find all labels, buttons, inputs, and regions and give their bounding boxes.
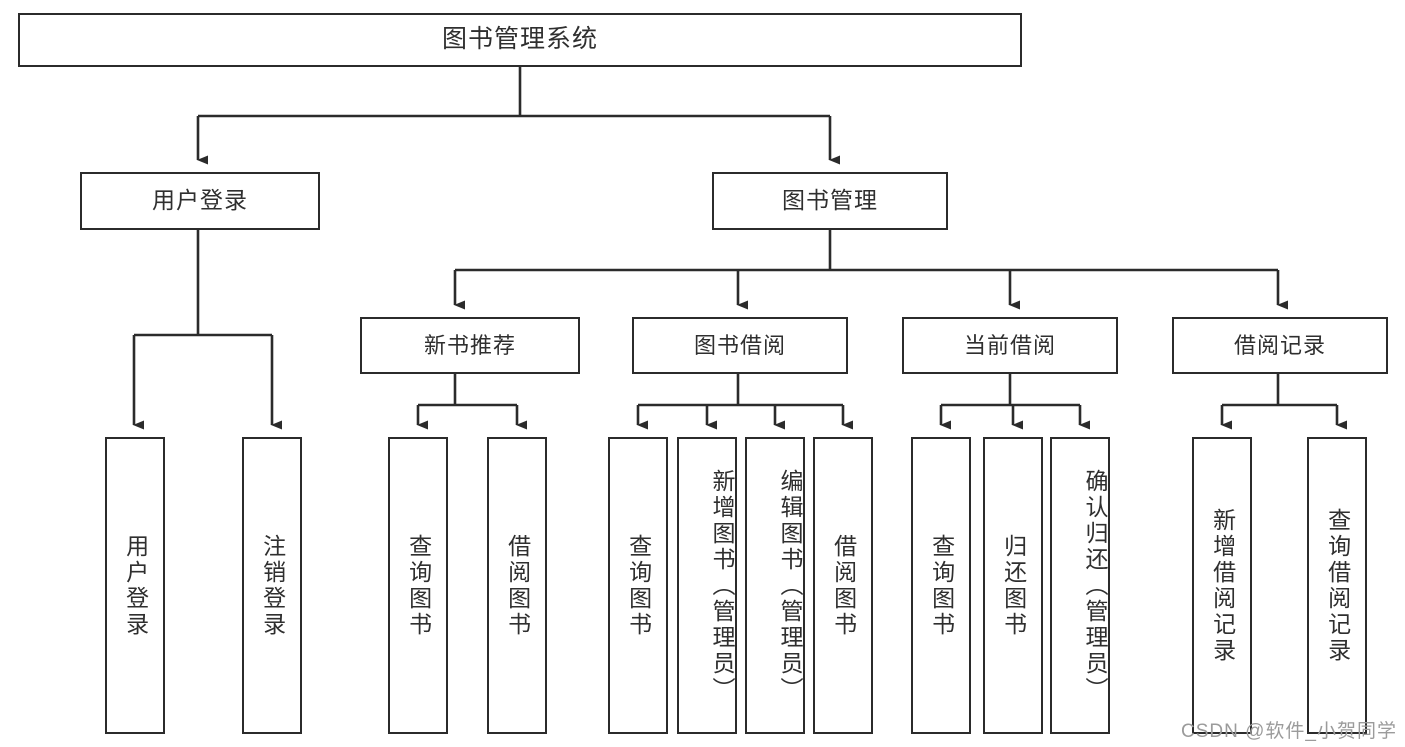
root-to-level1-connectors: [196, 67, 840, 165]
book-borrow-to-leaf-connectors: [636, 374, 853, 430]
node-leaf-query-book-3[interactable]: 查询图书: [911, 437, 971, 734]
node-user-login[interactable]: 用户登录: [80, 172, 320, 230]
node-leaf-user-login[interactable]: 用户登录: [105, 437, 165, 734]
node-book-management[interactable]: 图书管理: [712, 172, 948, 230]
user-login-to-leaf-connectors: [132, 230, 282, 430]
borrow-record-to-leaf-connectors: [1220, 374, 1347, 430]
node-leaf-edit-book-admin[interactable]: 编辑图书（管理员）: [745, 437, 805, 734]
book-management-to-level2-connectors: [453, 230, 1288, 310]
node-leaf-borrow-book-2[interactable]: 借阅图书: [813, 437, 873, 734]
node-borrow-record[interactable]: 借阅记录: [1172, 317, 1388, 374]
node-leaf-query-borrow-record[interactable]: 查询借阅记录: [1307, 437, 1367, 734]
current-borrow-to-leaf-connectors: [939, 374, 1090, 430]
node-leaf-borrow-book-1[interactable]: 借阅图书: [487, 437, 547, 734]
node-leaf-logout[interactable]: 注销登录: [242, 437, 302, 734]
node-leaf-query-book-1[interactable]: 查询图书: [388, 437, 448, 734]
new-book-recommend-to-leaf-connectors: [416, 374, 527, 430]
node-new-book-recommend[interactable]: 新书推荐: [360, 317, 580, 374]
node-leaf-query-book-2[interactable]: 查询图书: [608, 437, 668, 734]
node-book-borrow[interactable]: 图书借阅: [632, 317, 848, 374]
watermark-text: CSDN @软件_小贺同学: [1181, 721, 1397, 742]
node-leaf-add-book-admin[interactable]: 新增图书（管理员）: [677, 437, 737, 734]
node-root[interactable]: 图书管理系统: [18, 13, 1022, 67]
node-leaf-return-book[interactable]: 归还图书: [983, 437, 1043, 734]
node-current-borrow[interactable]: 当前借阅: [902, 317, 1118, 374]
node-leaf-confirm-return-admin[interactable]: 确认归还（管理员）: [1050, 437, 1110, 734]
node-leaf-add-borrow-record[interactable]: 新增借阅记录: [1192, 437, 1252, 734]
